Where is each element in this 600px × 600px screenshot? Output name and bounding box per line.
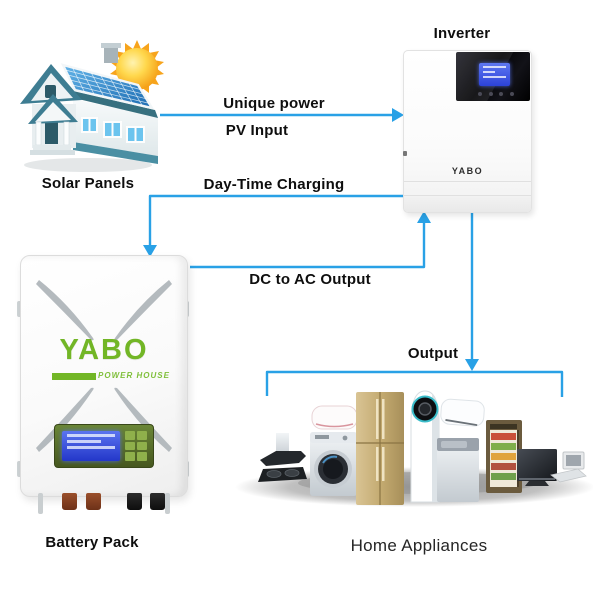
day-time-charging-arrowhead: [143, 245, 157, 257]
battery-terminal-positive: [62, 493, 77, 510]
home-appliances-illustration: [235, 390, 593, 507]
dc-to-ac-line: [190, 222, 426, 269]
house-shadow: [24, 158, 152, 172]
pv-input-label: PV Input: [225, 122, 289, 139]
battery-lcd-screen: [62, 431, 120, 461]
battery-leg: [165, 493, 170, 514]
top-load-washer-icon: [437, 438, 479, 502]
output-label: Output: [407, 345, 459, 362]
battery-brand-logo: YABO POWER HOUSE: [21, 334, 187, 385]
tv-icon: [517, 449, 557, 486]
battery-x-design: [36, 280, 172, 452]
battery-terminal-negative: [127, 493, 142, 510]
tower-ac-icon: [410, 390, 440, 503]
output-arrowhead: [465, 359, 479, 371]
house-foundation: [73, 142, 158, 164]
battery-terminal-positive: [86, 493, 101, 510]
day-time-charging-line: [148, 194, 403, 246]
air-conditioner-icon: [440, 398, 485, 427]
pv-input-arrowhead: [392, 108, 404, 122]
house-windows: [81, 117, 145, 143]
inverter-bottom-section: [404, 196, 531, 212]
battery-brand-text: YABO: [59, 334, 149, 366]
laptop-icon: [550, 451, 587, 483]
inverter-brand-logo: YABO: [451, 166, 484, 176]
dc-to-ac-output-label: DC to AC Output: [249, 271, 371, 288]
inverter-port: [403, 151, 407, 156]
inverter-buttons: [478, 92, 514, 96]
output-bracket: [265, 370, 564, 397]
battery-body: YABO POWER HOUSE: [20, 255, 188, 497]
inverter-lcd-screen: [479, 63, 510, 86]
inverter-control-panel: [456, 52, 530, 101]
solar-panel-roof: [60, 63, 158, 118]
battery-badge: [52, 372, 97, 380]
day-time-charging-label: Day-Time Charging: [203, 176, 345, 193]
washing-machine-icon: [310, 432, 357, 496]
range-hood-icon: [260, 433, 306, 466]
beverage-cooler-icon: [486, 420, 522, 493]
battery-lcd-module: [54, 424, 154, 468]
battery-leg: [38, 493, 43, 514]
air-conditioner-icon: [311, 405, 358, 430]
battery-terminal-negative: [150, 493, 165, 510]
gas-stove-icon: [258, 467, 307, 482]
house-porch: [28, 94, 78, 155]
dc-to-ac-arrowhead: [417, 211, 431, 223]
battery-illustration: YABO POWER HOUSE: [17, 253, 189, 515]
solar-panels-label: Solar Panels: [41, 175, 135, 192]
inverter-label: Inverter: [433, 25, 491, 42]
refrigerator-icon: [356, 392, 404, 505]
chimney: [101, 43, 121, 63]
solar-house-illustration: [20, 40, 164, 172]
battery-tagline: POWER HOUSE: [98, 371, 170, 381]
battery-pack-label: Battery Pack: [45, 534, 139, 551]
inverter-illustration: YABO: [403, 50, 532, 213]
unique-power-label: Unique power: [223, 95, 325, 112]
battery-buttons: [125, 431, 147, 461]
home-appliances-label: Home Appliances: [350, 536, 488, 555]
